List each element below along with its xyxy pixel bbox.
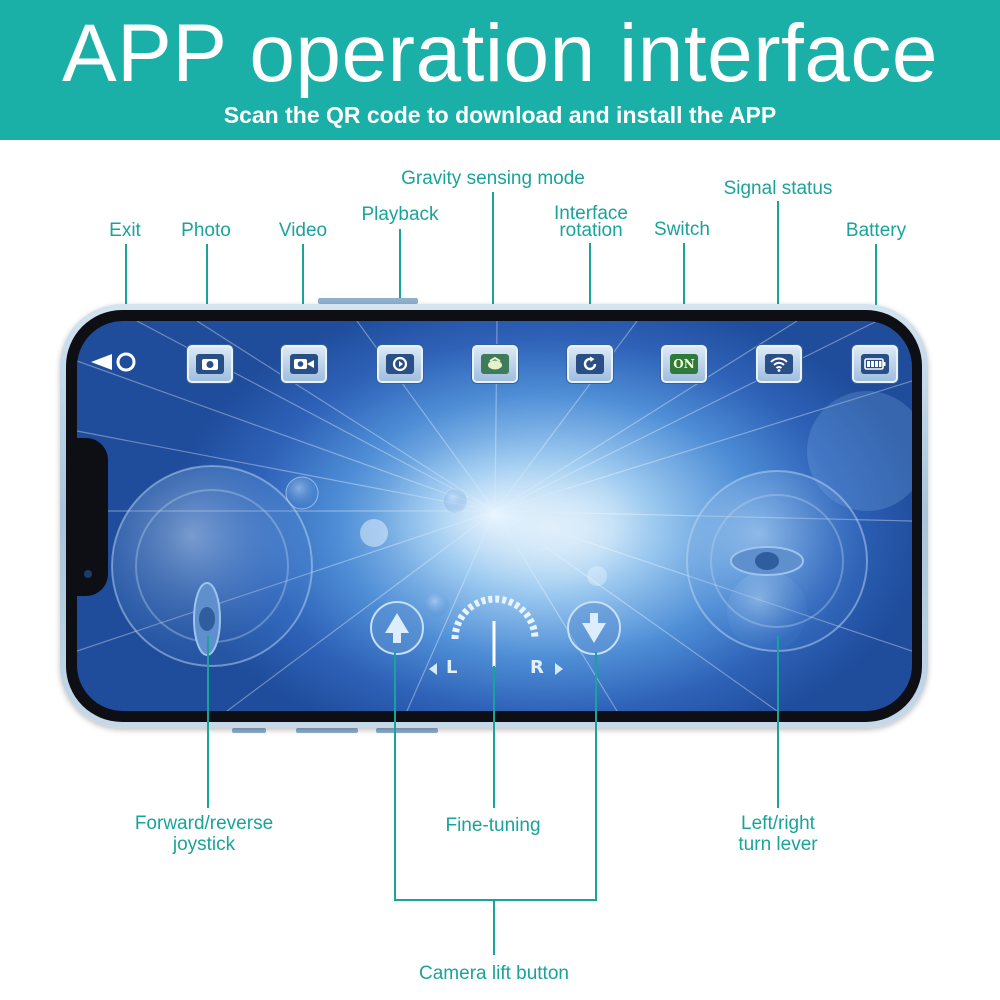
battery-icon bbox=[861, 354, 889, 374]
leader-camera-lift-left bbox=[394, 652, 396, 900]
video-button[interactable] bbox=[281, 345, 327, 383]
label-signal: Signal status bbox=[723, 178, 833, 199]
phone-notch bbox=[66, 438, 108, 596]
leader-camera-lift-stem bbox=[493, 899, 495, 955]
leader-turn-lever bbox=[777, 636, 779, 808]
on-switch-icon: ON bbox=[670, 354, 698, 374]
leader-photo bbox=[206, 244, 208, 344]
trim-right-label: R bbox=[530, 657, 544, 678]
interface-rotation-button[interactable] bbox=[567, 345, 613, 383]
switch-button[interactable]: ON bbox=[661, 345, 707, 383]
camera-icon bbox=[196, 354, 224, 374]
label-turn-line2: turn lever bbox=[738, 834, 818, 855]
label-video: Video bbox=[278, 220, 328, 241]
leader-video bbox=[302, 244, 304, 344]
switch-text: ON bbox=[673, 357, 695, 371]
label-battery: Battery bbox=[845, 220, 907, 241]
leader-exit bbox=[125, 244, 127, 346]
leader-joystick bbox=[207, 636, 209, 808]
label-exit: Exit bbox=[109, 220, 141, 241]
trim-gauge-icon bbox=[429, 595, 563, 675]
leader-switch bbox=[683, 243, 685, 344]
label-playback: Playback bbox=[361, 204, 439, 225]
label-switch: Switch bbox=[654, 219, 710, 240]
wifi-icon bbox=[765, 354, 793, 374]
arrow-down-icon bbox=[567, 601, 621, 655]
label-camera-lift: Camera lift button bbox=[419, 963, 569, 984]
leader-gravity bbox=[492, 192, 494, 344]
exit-icon bbox=[91, 352, 136, 372]
label-rotation-line1: Interface bbox=[554, 203, 628, 224]
app-screen: L R bbox=[77, 321, 912, 711]
leader-signal bbox=[777, 201, 779, 344]
label-joystick-line1: Forward/reverse bbox=[134, 813, 274, 834]
rotate-icon bbox=[576, 354, 604, 374]
phone-side-button-2 bbox=[296, 728, 358, 733]
label-joystick-line2: joystick bbox=[172, 834, 236, 855]
label-rotation-line2: rotation bbox=[559, 220, 623, 241]
turn-lever-icon bbox=[686, 470, 868, 652]
trim-left-label: L bbox=[446, 657, 458, 678]
label-photo: Photo bbox=[181, 220, 231, 241]
leader-playback bbox=[399, 229, 401, 344]
page-subtitle: Scan the QR code to download and install… bbox=[223, 102, 777, 128]
page-title: APP operation interface bbox=[61, 8, 939, 99]
leader-camera-lift-horizontal bbox=[394, 899, 597, 901]
photo-button[interactable] bbox=[187, 345, 233, 383]
arrow-up-icon bbox=[370, 601, 424, 655]
front-camera bbox=[84, 570, 92, 578]
phone-side-button-1 bbox=[232, 728, 266, 733]
video-camera-icon bbox=[290, 354, 318, 374]
exit-button[interactable] bbox=[88, 348, 140, 376]
phone-side-button-3 bbox=[376, 728, 438, 733]
leader-rotation bbox=[589, 243, 591, 344]
label-fine-tuning: Fine-tuning bbox=[445, 815, 541, 836]
label-turn-line1: Left/right bbox=[741, 813, 815, 834]
playback-button[interactable] bbox=[377, 345, 423, 383]
leader-camera-lift-right bbox=[595, 652, 597, 900]
phone-side-button-top bbox=[318, 298, 418, 304]
label-gravity: Gravity sensing mode bbox=[401, 168, 585, 189]
joystick-icon bbox=[111, 465, 313, 667]
battery-button[interactable] bbox=[852, 345, 898, 383]
leader-battery bbox=[875, 244, 877, 344]
header-banner: APP operation interface Scan the QR code… bbox=[0, 0, 1000, 140]
gravity-sensor-icon bbox=[481, 354, 509, 374]
leader-fine-tuning bbox=[493, 666, 495, 808]
gravity-sensing-button[interactable] bbox=[472, 345, 518, 383]
screen-background-art bbox=[77, 321, 912, 711]
signal-status-button[interactable] bbox=[756, 345, 802, 383]
playback-icon bbox=[386, 354, 414, 374]
